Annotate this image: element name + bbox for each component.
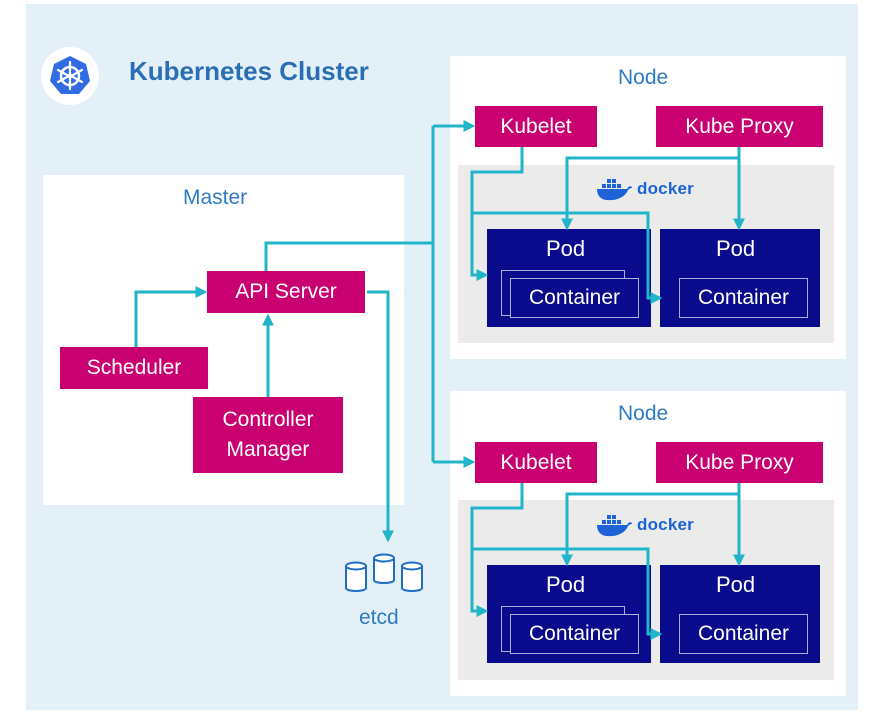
scheduler-box[interactable]: Scheduler [60, 347, 208, 389]
cluster-title: Kubernetes Cluster [129, 56, 369, 86]
docker-logo-1: docker [595, 176, 694, 202]
node-title-2: Node [618, 402, 669, 425]
controller-manager-line1: Controller [222, 408, 314, 431]
container-2-2[interactable]: Container [679, 614, 808, 654]
connector-kubelet2-pod2 [472, 547, 663, 640]
kube-proxy-box-2[interactable]: Kube Proxy [656, 442, 823, 483]
connector-proxy1-pod1 [561, 147, 741, 231]
pod-label-1-2: Pod [716, 236, 756, 261]
connector-scheduler-api [134, 286, 208, 347]
api-server-box[interactable]: API Server [207, 271, 365, 313]
pod-label-2-2: Pod [716, 572, 756, 597]
pod-label-2-1: Pod [546, 572, 586, 597]
docker-label-2: docker [637, 515, 694, 534]
node-title-1: Node [618, 66, 669, 89]
docker-whale-icon [597, 179, 632, 201]
controller-manager-line2: Manager [226, 438, 310, 461]
kube-proxy-box-1[interactable]: Kube Proxy [656, 106, 823, 147]
connector-api-trunk [264, 241, 433, 271]
container-1-1[interactable]: Container [510, 278, 639, 318]
etcd-label: etcd [359, 606, 399, 629]
connector-proxy2-pod1 [561, 483, 741, 567]
connector-kubelet1-pod1 [470, 147, 524, 281]
kubernetes-logo-icon [41, 47, 99, 105]
docker-whale-icon [597, 515, 632, 537]
connector-api-etcd [367, 290, 394, 543]
kubelet-box-1[interactable]: Kubelet [475, 106, 597, 147]
connector-kubelet1-pod2 [472, 211, 663, 304]
pod-label-1-1: Pod [546, 236, 586, 261]
container-1-2[interactable]: Container [679, 278, 808, 318]
container-2-1[interactable]: Container [510, 614, 639, 654]
controller-manager-box[interactable]: Controller Manager [193, 397, 343, 473]
master-title: Master [183, 186, 248, 209]
connector-kubelet2-pod1 [470, 483, 524, 617]
database-icon [345, 553, 423, 592]
docker-label-1: docker [637, 179, 694, 198]
kubelet-box-2[interactable]: Kubelet [475, 442, 597, 483]
docker-logo-2: docker [595, 512, 694, 538]
